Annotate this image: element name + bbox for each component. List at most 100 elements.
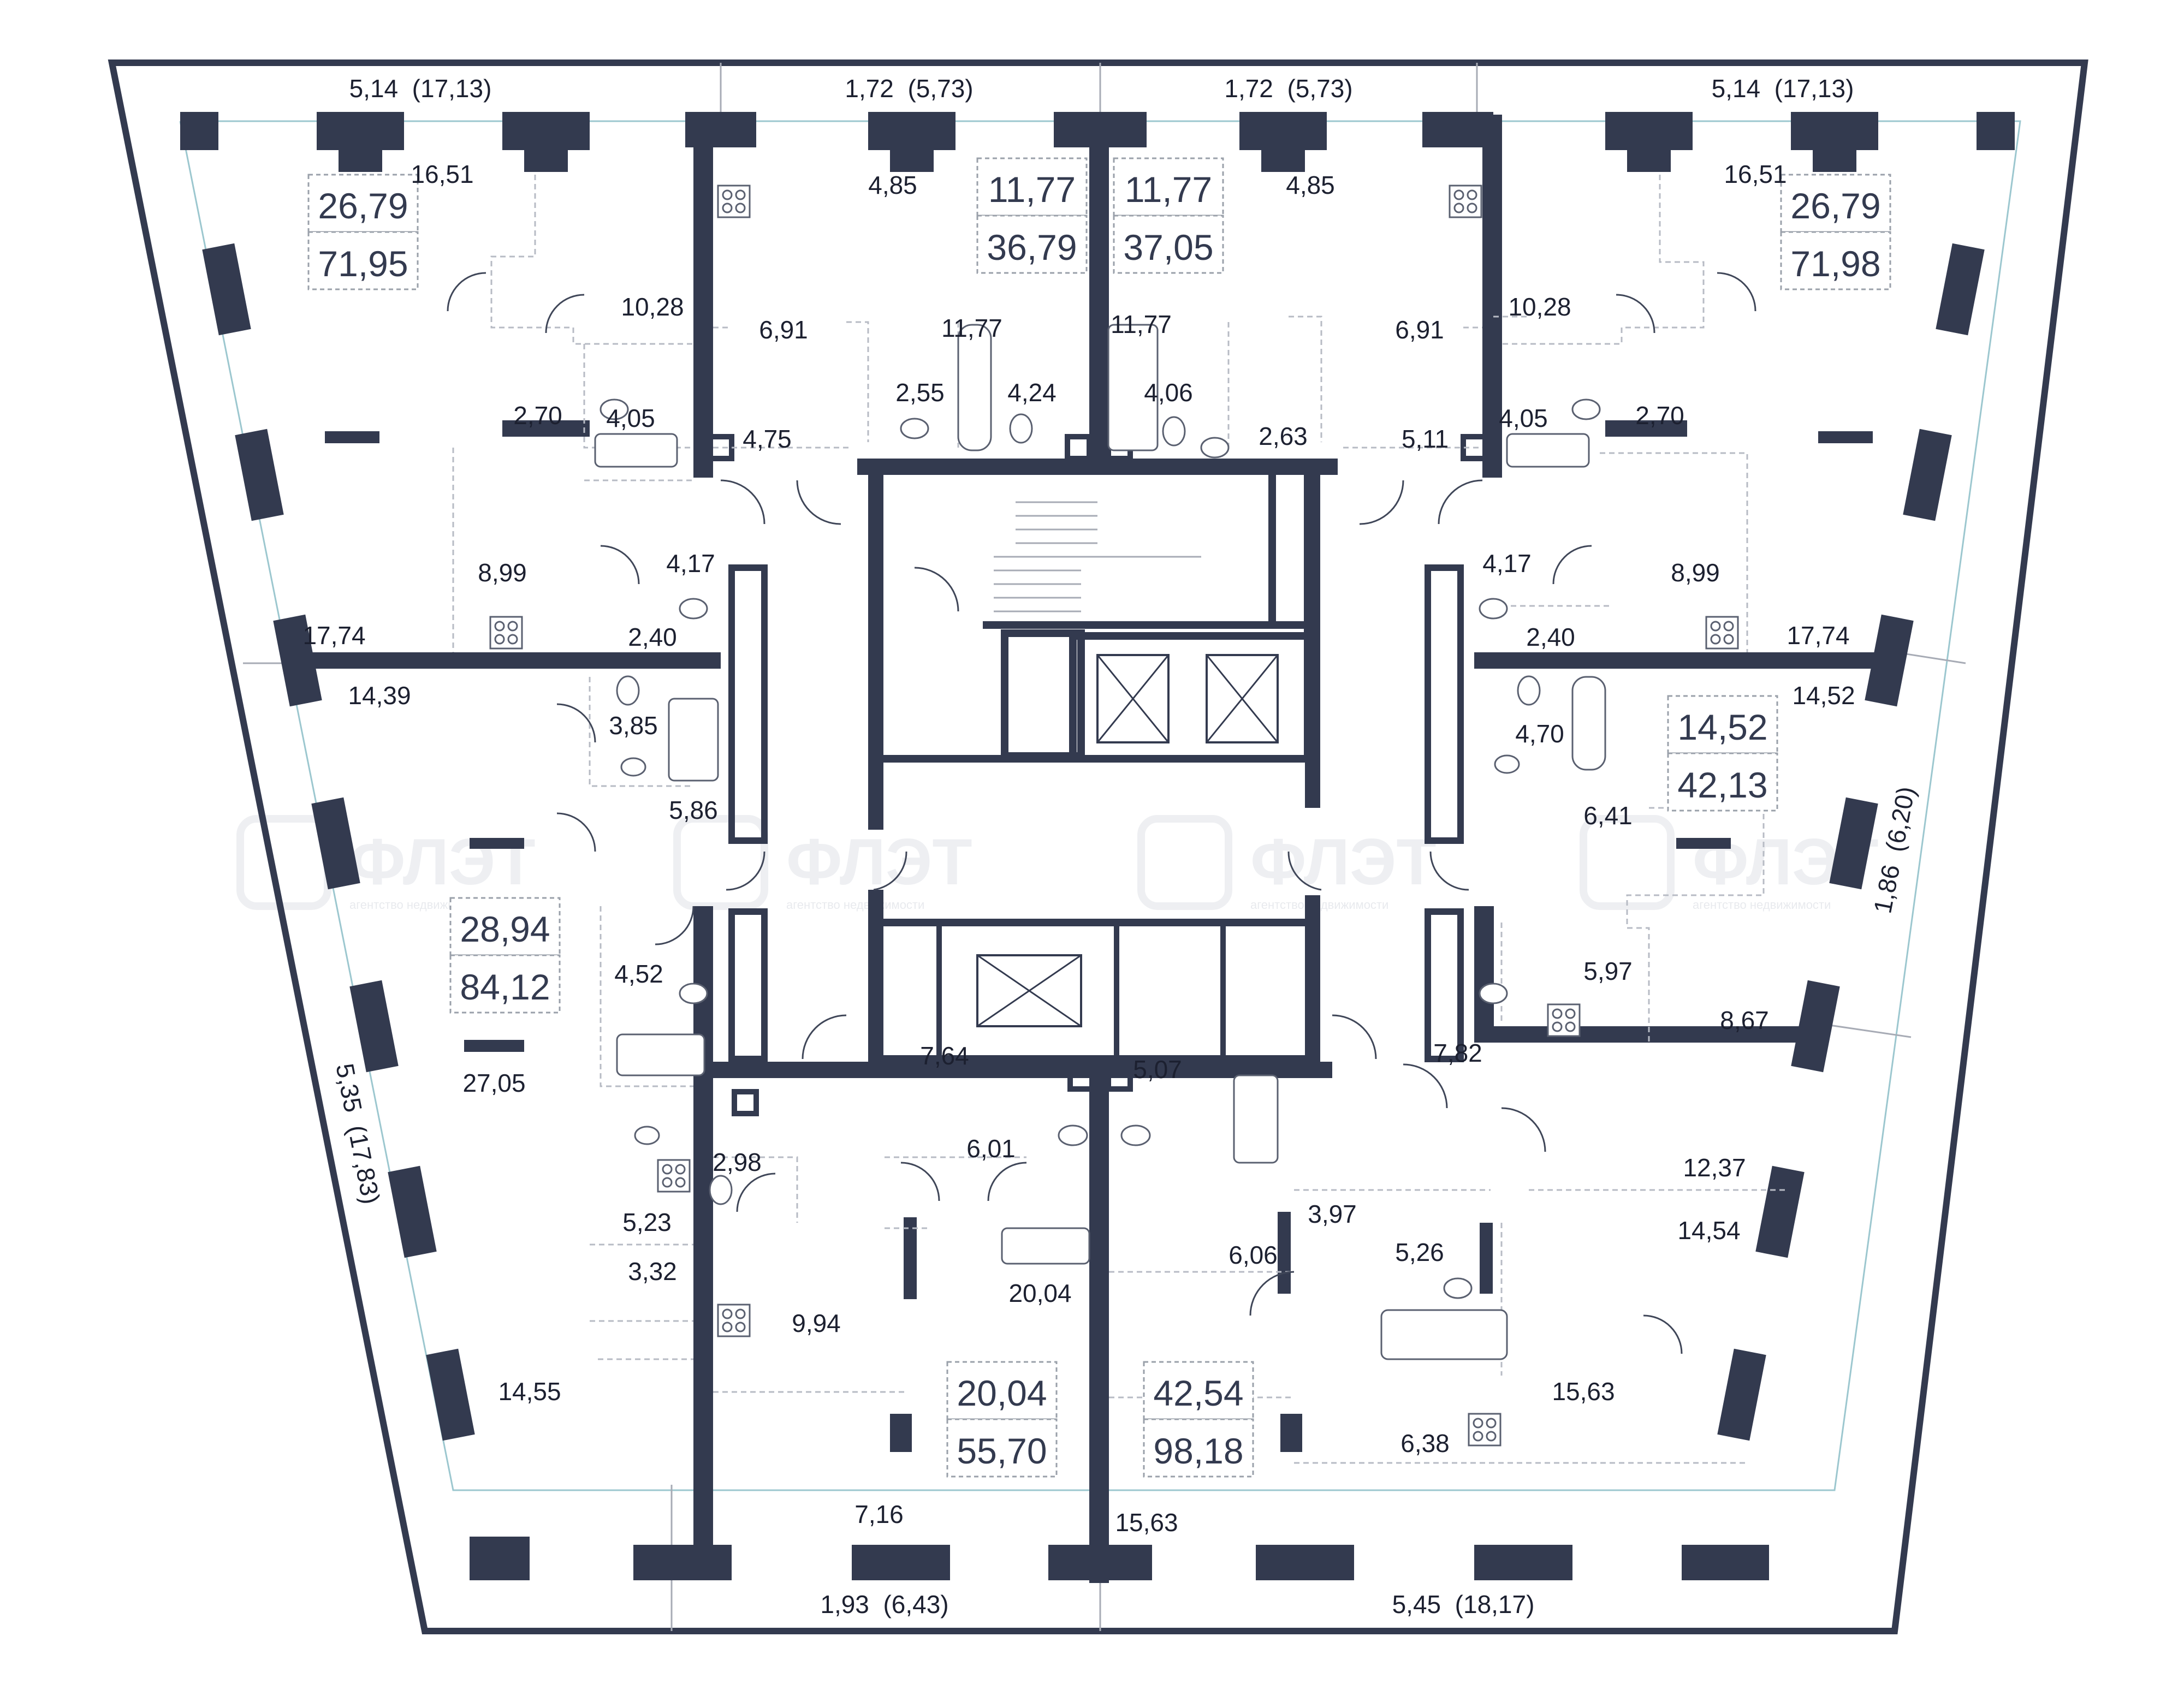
room-area: 2,55 <box>895 378 945 407</box>
room-area: 7,16 <box>854 1500 904 1528</box>
room-area: 5,11 <box>1402 425 1449 453</box>
watermark-brand: ФЛЭТ <box>786 825 972 898</box>
elevator-2 <box>1206 654 1279 743</box>
room-area: 2,70 <box>513 401 562 430</box>
facade-dimension: 5,14 (17,13) <box>1712 74 1854 103</box>
room-area: 2,70 <box>1635 401 1684 430</box>
room-area: 5,97 <box>1583 957 1633 985</box>
room-area: 8,67 <box>1720 1006 1769 1034</box>
room-area: 12,37 <box>1683 1153 1746 1182</box>
facade-dimension: 1,72 (5,73) <box>1224 74 1352 103</box>
room-area: 4,75 <box>743 425 792 453</box>
apartment-total-area: 98,18 <box>1153 1431 1243 1471</box>
room-area: 3,97 <box>1308 1200 1357 1228</box>
room-area-labels: 16,51 10,28 2,70 4,05 4,75 8,99 4,17 2,4… <box>302 160 1855 1537</box>
apartment-total-area: 55,70 <box>957 1431 1047 1471</box>
facade-dimension: 5,45 (18,17) <box>1392 1590 1535 1618</box>
partitions <box>452 175 1785 1464</box>
apartment-total-area: 37,05 <box>1123 227 1213 267</box>
building-core <box>870 466 1314 1063</box>
apartment-total-area: 36,79 <box>987 227 1077 267</box>
room-area: 15,63 <box>1115 1508 1178 1537</box>
apartment-total-area: 42,13 <box>1677 765 1767 805</box>
room-area: 11,77 <box>941 314 1002 342</box>
room-area: 7,64 <box>920 1042 969 1070</box>
room-area: 27,05 <box>462 1069 525 1097</box>
hobs <box>489 185 1739 1447</box>
apartment-total-area: 71,98 <box>1790 243 1880 284</box>
apartment-living-area: 26,79 <box>1790 186 1880 226</box>
structural-walls <box>295 115 1889 1583</box>
apartment-living-area: 42,54 <box>1153 1373 1243 1413</box>
facade-dimension: 1,72 (5,73) <box>845 74 973 103</box>
room-area: 3,85 <box>609 711 658 740</box>
room-area: 14,39 <box>348 681 411 710</box>
apartment-living-area: 20,04 <box>957 1373 1047 1413</box>
room-area: 2,63 <box>1259 422 1308 450</box>
room-area: 4,06 <box>1144 378 1193 407</box>
room-area: 4,17 <box>666 549 715 578</box>
room-area: 4,05 <box>606 404 655 432</box>
room-area: 4,85 <box>868 171 917 199</box>
room-area: 4,05 <box>1499 404 1548 432</box>
watermark-sub: агентство недвижимости <box>1693 898 1831 912</box>
room-area: 6,38 <box>1400 1429 1450 1457</box>
door-swings <box>447 272 1756 1354</box>
apartment-living-area: 11,77 <box>988 169 1076 210</box>
fixtures <box>594 324 1606 1360</box>
room-area: 17,74 <box>302 621 365 650</box>
room-area: 6,41 <box>1583 801 1633 830</box>
watermark-brand: ФЛЭТ <box>1250 825 1437 898</box>
apartment-total-area: 71,95 <box>318 243 408 284</box>
room-area: 11,77 <box>1111 310 1172 338</box>
room-area: 2,40 <box>1526 623 1575 651</box>
room-area: 4,52 <box>614 960 663 988</box>
watermark-group: ФЛЭТ агентство недвижимости ФЛЭТ агентст… <box>236 815 1879 912</box>
room-area: 6,91 <box>759 316 808 344</box>
room-area: 3,32 <box>628 1257 677 1286</box>
room-area: 6,06 <box>1228 1241 1278 1269</box>
apartment-living-area: 28,94 <box>460 909 550 949</box>
stair-treads <box>994 501 1201 612</box>
building-outline <box>108 59 2088 1634</box>
apartment-total-area: 84,12 <box>460 967 550 1007</box>
room-area: 4,85 <box>1286 171 1335 199</box>
room-area: 7,82 <box>1433 1039 1482 1067</box>
apartment-living-area: 26,79 <box>318 186 408 226</box>
room-area: 4,17 <box>1482 549 1532 578</box>
room-area: 16,51 <box>411 160 473 188</box>
shaft-blocks <box>707 434 1488 1116</box>
apartment-living-area: 11,77 <box>1125 169 1212 210</box>
facade-dimension: 1,93 (6,43) <box>820 1590 948 1618</box>
room-area: 8,99 <box>1671 558 1720 587</box>
room-area: 5,23 <box>622 1208 672 1236</box>
room-area: 4,24 <box>1007 378 1057 407</box>
room-area: 8,99 <box>478 558 527 587</box>
room-area: 5,86 <box>669 796 718 824</box>
apartment-living-area: 14,52 <box>1677 707 1767 747</box>
room-area: 5,07 <box>1133 1055 1182 1084</box>
elevator-3 <box>976 954 1082 1027</box>
room-area: 2,98 <box>713 1148 762 1176</box>
room-area: 9,94 <box>792 1309 841 1337</box>
room-area: 2,40 <box>628 623 677 651</box>
room-area: 4,70 <box>1515 719 1564 748</box>
room-area: 10,28 <box>1508 293 1571 321</box>
room-area: 16,51 <box>1724 160 1787 188</box>
room-area: 15,63 <box>1552 1377 1615 1406</box>
facade-columns <box>180 112 2015 1580</box>
watermark-sub: агентство недвижимости <box>786 898 924 912</box>
apartment-areas: 26,79 71,95 11,77 36,79 11,77 37,05 26,7… <box>318 169 1880 1471</box>
facade-dimension: 5,14 (17,13) <box>349 74 492 103</box>
room-area: 14,55 <box>498 1377 561 1406</box>
room-area: 6,01 <box>966 1134 1016 1163</box>
apartment-label-boxes <box>307 157 1891 1478</box>
room-area: 20,04 <box>1008 1279 1071 1307</box>
room-area: 14,52 <box>1792 681 1855 710</box>
room-area: 10,28 <box>621 293 684 321</box>
room-area: 17,74 <box>1787 621 1849 650</box>
elevator-1 <box>1096 654 1170 743</box>
room-area: 5,26 <box>1395 1238 1444 1266</box>
watermark-brand: ФЛЭТ <box>349 825 536 898</box>
